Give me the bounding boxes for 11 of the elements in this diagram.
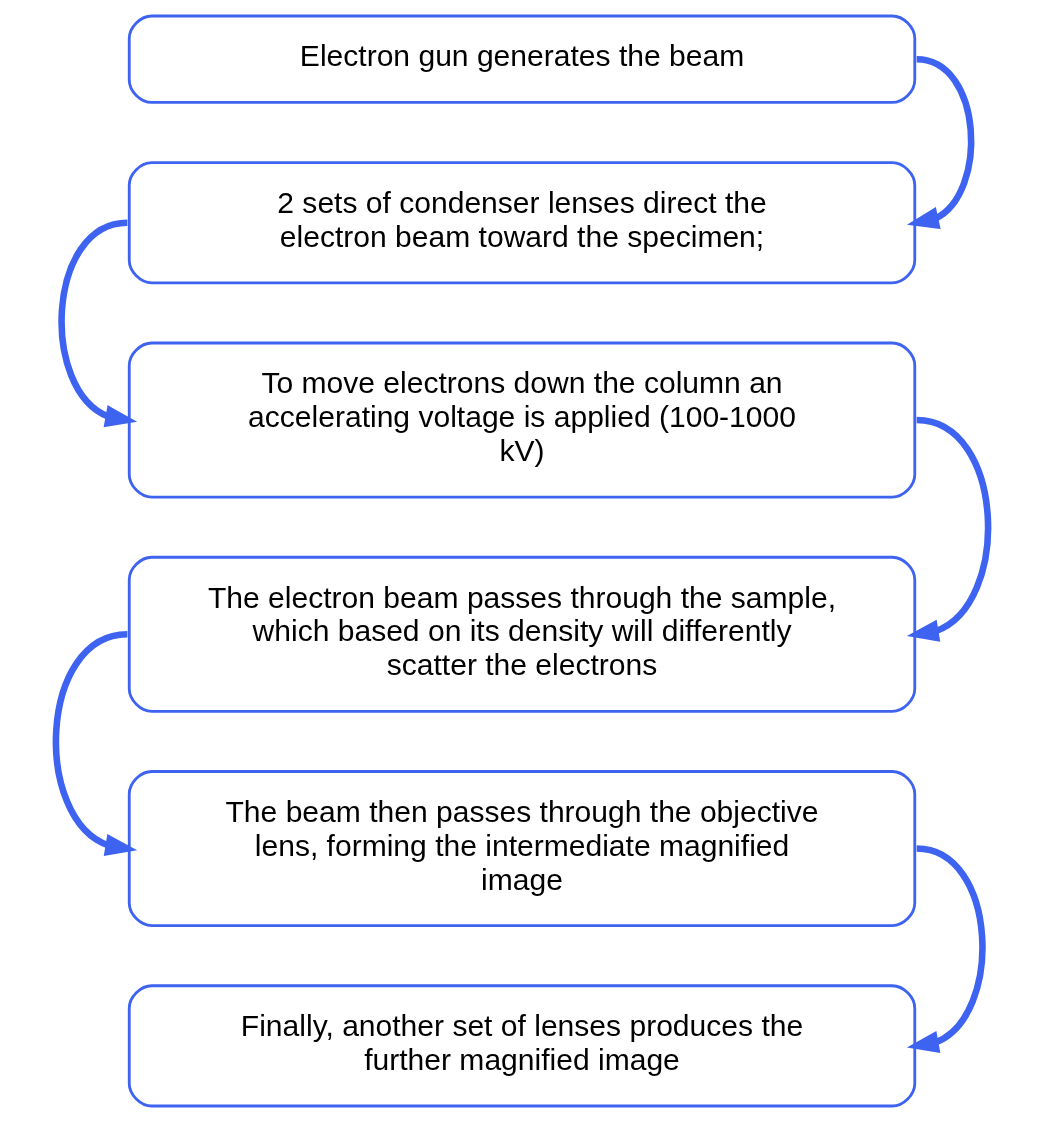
arrow (906, 845, 985, 1053)
arrow (58, 219, 137, 428)
arrow (906, 416, 991, 642)
node-box: 2 sets of condenser lenses direct the electron beam toward the specimen; (127, 161, 916, 285)
arrow (52, 631, 137, 857)
node-box: Electron gun generates the beam (127, 14, 916, 104)
node-box: Finally, another set of lenses produces the further magnified image (127, 984, 916, 1108)
node-box: To move electrons down the column an accelerating voltage is applied (100-1000 kV) (127, 341, 916, 499)
arrow (906, 56, 974, 229)
node-box: The electron beam passes through the sample, which based on its density will differently scatter the electrons (127, 555, 916, 713)
node-box: The beam then passes through the objective lens, forming the intermediate magnified image (127, 770, 916, 927)
